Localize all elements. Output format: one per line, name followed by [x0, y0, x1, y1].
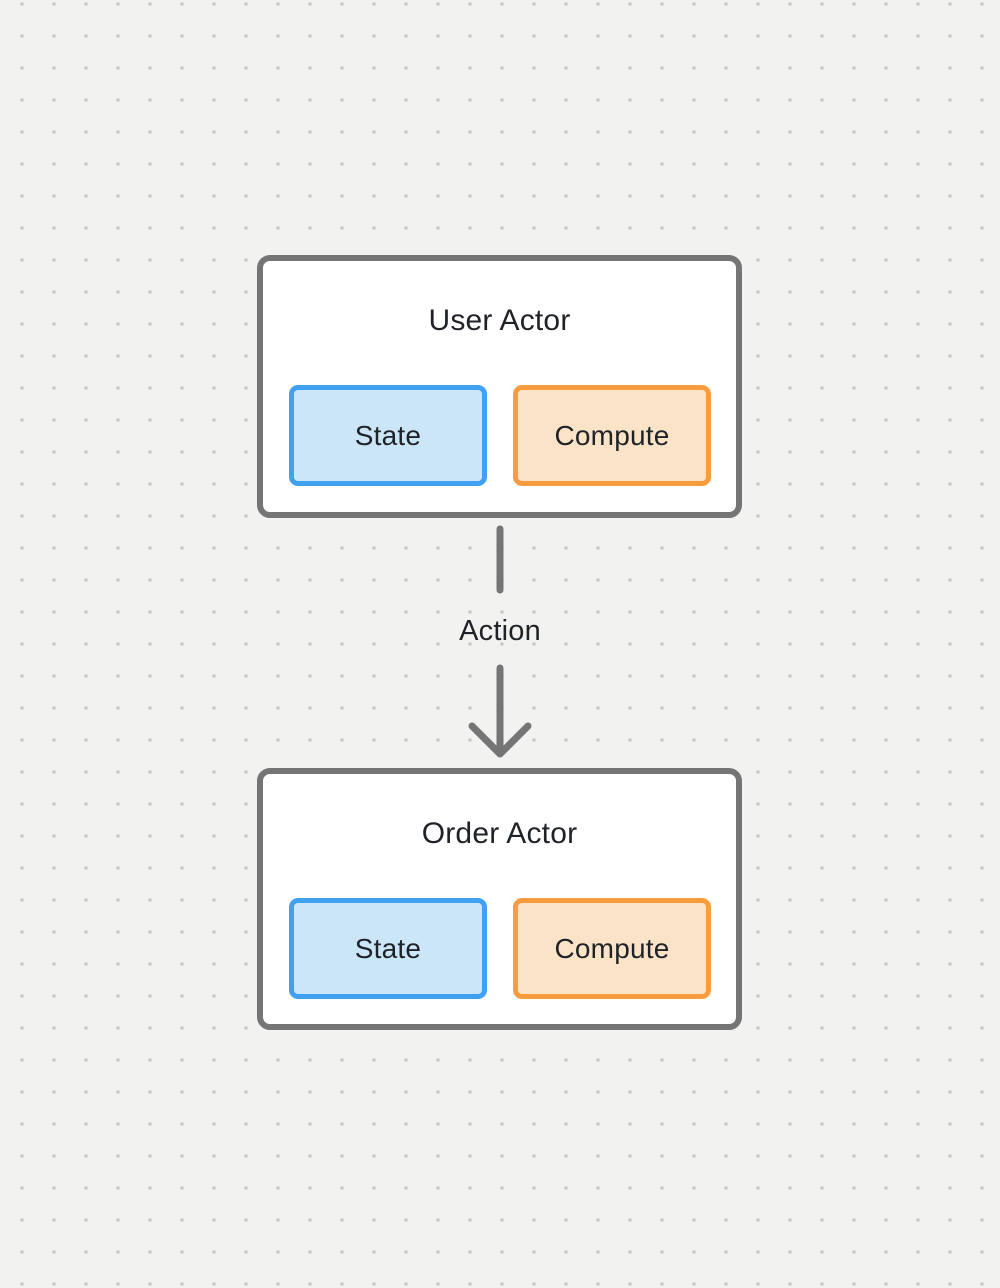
- block-row-order: State Compute: [289, 898, 711, 999]
- compute-block-label: Compute: [554, 419, 670, 451]
- actor-title-order: Order Actor: [421, 817, 578, 850]
- state-block-label: State: [354, 932, 422, 964]
- actor-title-user: User Actor: [428, 304, 571, 337]
- block-row-user: State Compute: [289, 385, 711, 486]
- state-block-user: State: [289, 385, 487, 486]
- compute-block-user: Compute: [513, 385, 711, 486]
- compute-block-label: Compute: [554, 932, 670, 964]
- arrow-head-icon: [468, 722, 532, 758]
- actor-node-order: Order Actor State Compute: [257, 768, 742, 1030]
- actor-node-user: User Actor State Compute: [257, 255, 742, 518]
- state-block-order: State: [289, 898, 487, 999]
- compute-block-order: Compute: [513, 898, 711, 999]
- action-edge: Action: [440, 518, 560, 768]
- action-arrow: [468, 525, 532, 758]
- edge-label-action: Action: [459, 615, 541, 647]
- state-block-label: State: [354, 419, 422, 451]
